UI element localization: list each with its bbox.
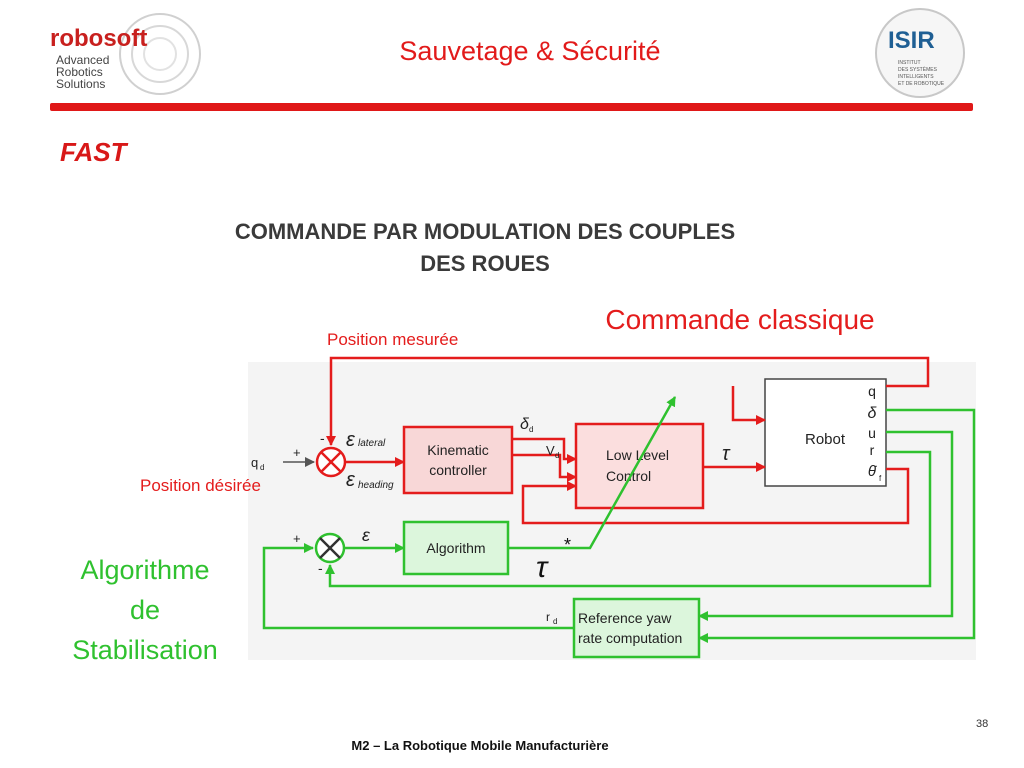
- robot-output-delta: δ: [868, 405, 878, 422]
- stab-minus-sign: -: [318, 560, 323, 576]
- section-title: FAST: [60, 137, 127, 167]
- vd-label: V: [546, 443, 555, 458]
- measured-position-feedback: [326, 356, 930, 446]
- reference-label-1: Reference yaw: [578, 610, 672, 626]
- classic-plus-sign: +: [293, 445, 301, 460]
- tau-star-wire: [508, 396, 677, 550]
- vd-wire: [512, 453, 577, 482]
- isir-tagline-4: ET DE ROBOTIQUE: [898, 81, 945, 87]
- robot-output-u: u: [868, 425, 876, 441]
- delta-d-wire: [512, 437, 577, 464]
- logo-swirl-mid: [131, 25, 189, 83]
- algorithm-label: Algorithm: [426, 540, 485, 556]
- isir-ring: [875, 8, 965, 98]
- label-position-mesuree: Position mesurée: [327, 330, 459, 349]
- rd-label: r: [546, 610, 550, 624]
- u-to-reference-wire: [698, 430, 954, 621]
- classic-summing-junction: [315, 446, 347, 478]
- delta-d-label: δ: [520, 416, 530, 433]
- qd-label: q: [251, 455, 258, 470]
- stab-plus-sign: +: [293, 531, 301, 546]
- slide-subtitle-line-1: COMMANDE PAR MODULATION DES COUPLES: [234, 219, 736, 244]
- eps-label: ε: [362, 525, 371, 545]
- low-level-label-2: Control: [606, 468, 651, 484]
- robosoft-wordmark: robosoft: [50, 25, 147, 52]
- robot-label: Robot: [805, 431, 846, 448]
- kinematic-controller-block: [402, 425, 514, 495]
- header-divider: [50, 103, 973, 111]
- vd-sub: d: [555, 451, 559, 460]
- isir-logo: ISIR INSTITUT DES SYSTÈMES INTELLIGENTS …: [868, 6, 973, 101]
- label-algo-line-3: Stabilisation: [72, 635, 218, 665]
- isir-wordmark: ISIR: [888, 27, 935, 54]
- eps-lateral-symbol: ε: [346, 429, 356, 451]
- isir-tagline-1: INSTITUT: [898, 60, 921, 66]
- robosoft-tagline-3: Solutions: [56, 77, 105, 91]
- tau-star-asterisk: *: [564, 535, 571, 555]
- stabilization-wires: [262, 396, 976, 643]
- logo-swirl-inner: [143, 37, 177, 71]
- slide-subtitle: COMMANDE PAR MODULATION DES COUPLES DES …: [130, 216, 840, 280]
- robot-output-thetadot: θ̇: [868, 463, 877, 480]
- label-algo-line-1: Algorithme: [80, 555, 210, 585]
- eps-heading-sub: heading: [358, 480, 394, 491]
- r-feedback-wire: [325, 450, 932, 588]
- robot-block: [764, 378, 887, 487]
- delta-d-sub: d: [529, 425, 533, 434]
- tau-star-symbol: τ: [536, 551, 549, 584]
- header-title: Sauvetage & Sécurité: [399, 36, 661, 66]
- robosoft-tagline-1: Advanced: [56, 53, 109, 67]
- stab-summing-junction: [314, 532, 346, 564]
- robot-output-thetadot-sub: f: [879, 474, 882, 483]
- robot-output-q: q: [868, 383, 876, 399]
- kinematic-label-2: controller: [429, 462, 487, 478]
- robot-output-r: r: [870, 442, 875, 458]
- label-algorithme-stabilisation: Algorithme de Stabilisation: [40, 550, 250, 670]
- robosoft-tagline-2: Robotics: [56, 65, 103, 79]
- delta-to-reference-wire: [698, 408, 976, 643]
- eps-heading-symbol: ε: [346, 469, 356, 491]
- reference-label-2: rate computation: [578, 630, 682, 646]
- eps-lateral-sub: lateral: [358, 438, 386, 449]
- label-algo-line-2: de: [129, 595, 161, 625]
- isir-tagline-2: DES SYSTÈMES: [898, 66, 938, 73]
- isir-tagline-3: INTELLIGENTS: [898, 74, 934, 80]
- footer-text: M2 – La Robotique Mobile Manufacturière: [351, 738, 609, 753]
- slide-subtitle-line-2: DES ROUES: [420, 251, 550, 276]
- classic-wires: [283, 356, 930, 525]
- classic-minus-sign: -: [320, 430, 325, 446]
- robosoft-logo: robosoft Advanced Robotics Solutions: [42, 8, 202, 100]
- tau-label: τ: [722, 443, 731, 465]
- qd-sub: d: [260, 463, 264, 472]
- reference-yaw-block: [572, 597, 701, 659]
- label-position-desiree: Position désirée: [140, 476, 261, 495]
- low-level-feedback: [521, 467, 910, 525]
- robot-feedback-top: [731, 386, 766, 425]
- slide-number: 38: [976, 718, 989, 730]
- label-commande-classique: Commande classique: [605, 304, 875, 335]
- rd-wire: [262, 543, 574, 630]
- kinematic-label-1: Kinematic: [427, 442, 488, 458]
- rd-sub: d: [553, 617, 557, 626]
- logo-swirl-outer: [119, 13, 201, 95]
- low-level-control-block: [574, 422, 705, 510]
- low-level-label-1: Low Level: [606, 447, 669, 463]
